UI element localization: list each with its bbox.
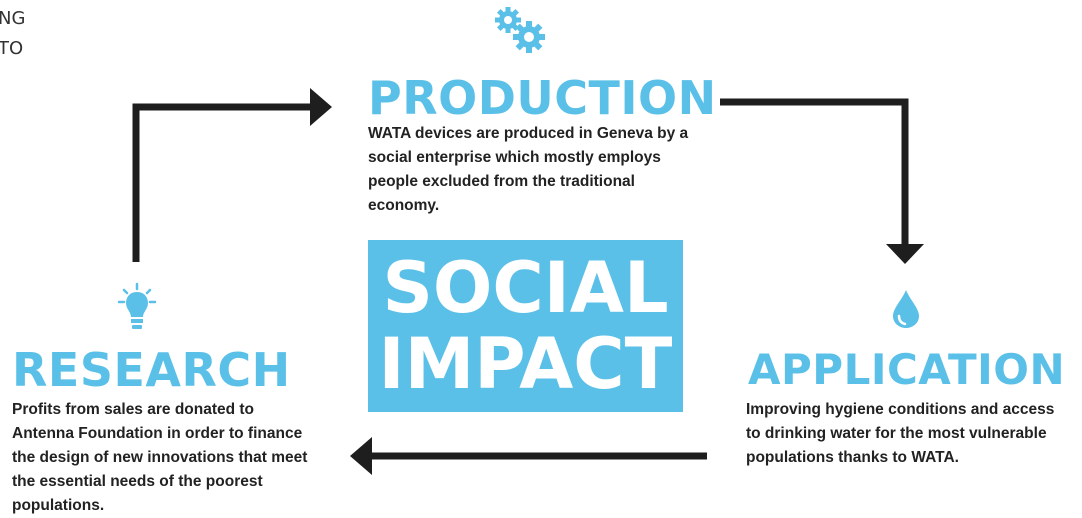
water-drop-icon xyxy=(890,288,922,330)
arrowhead-production xyxy=(310,88,332,126)
research-text: Profits from sales are donated to Antenn… xyxy=(12,401,308,514)
production-title: PRODUCTION xyxy=(368,71,717,125)
corner-text: NG TO xyxy=(0,4,25,64)
social-impact-box: SOCIAL IMPACT xyxy=(368,240,683,412)
arrow-research-to-production xyxy=(132,103,312,262)
arrowhead-research xyxy=(350,437,372,475)
application-title: APPLICATION xyxy=(748,345,1066,394)
production-text: WATA devices are produced in Geneva by a… xyxy=(368,125,689,214)
corner-line-1: NG xyxy=(0,8,26,29)
arrowhead-application xyxy=(886,244,924,264)
application-text: Improving hygiene conditions and access … xyxy=(746,401,1055,466)
research-title: RESEARCH xyxy=(12,343,291,397)
cycle-arrows xyxy=(132,88,924,475)
social-impact-line-1: SOCIAL xyxy=(382,247,669,329)
lightbulb-icon xyxy=(114,282,160,334)
arrow-production-to-application xyxy=(720,98,909,246)
corner-line-2: TO xyxy=(0,38,24,59)
gears-icon xyxy=(493,5,549,55)
social-impact-line-2: IMPACT xyxy=(378,323,673,405)
